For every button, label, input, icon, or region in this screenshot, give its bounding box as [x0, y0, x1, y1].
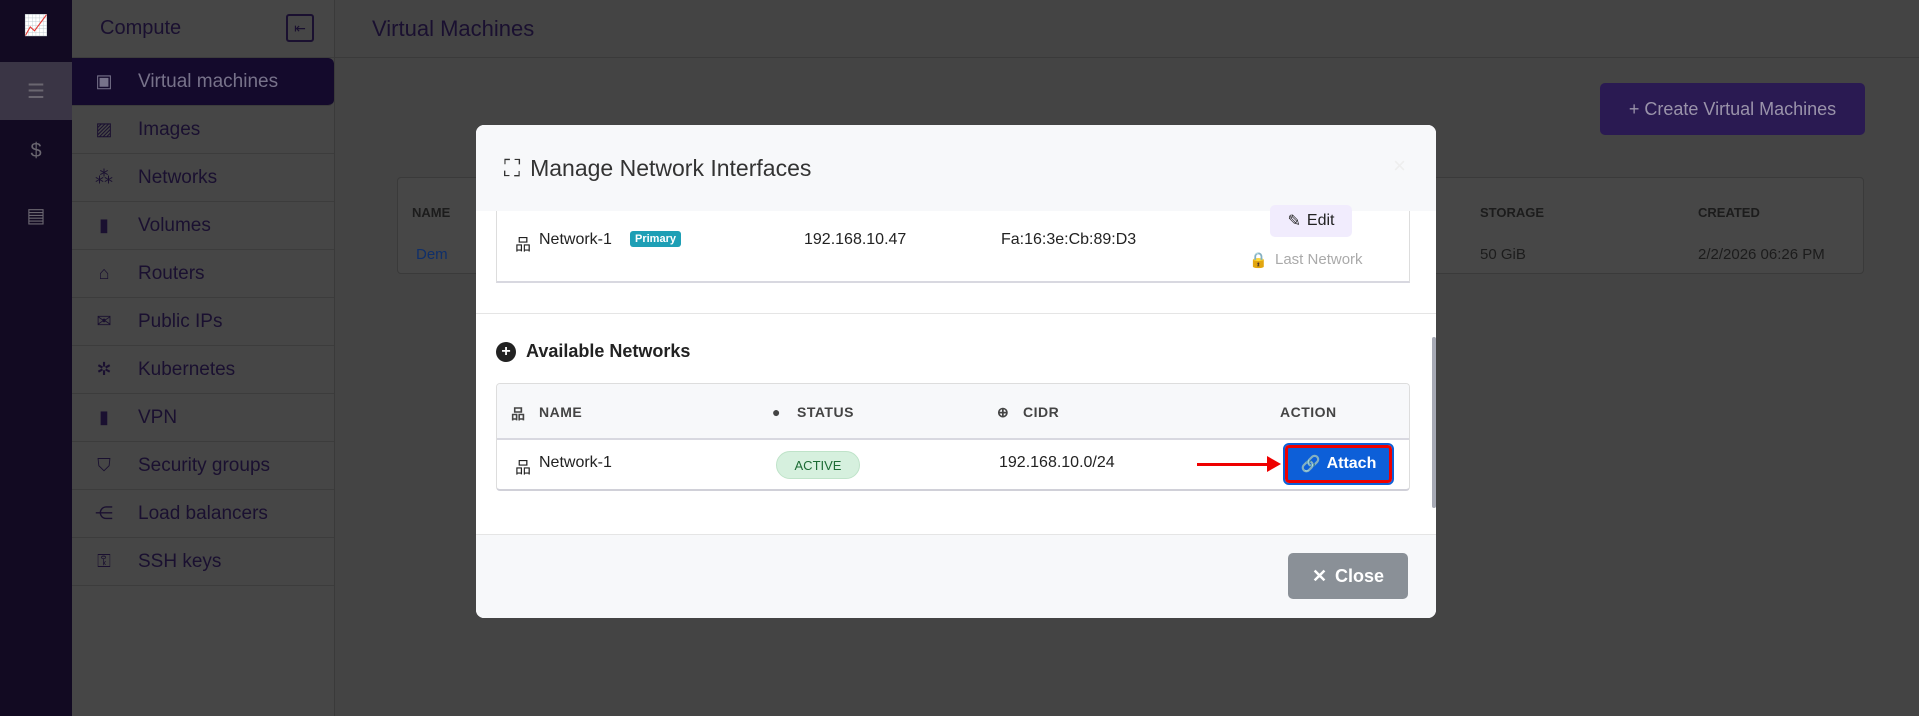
- sidebar-item-label: Routers: [138, 262, 205, 284]
- network-cidr: 192.168.10.0/24: [999, 454, 1115, 471]
- sidebar-item-images[interactable]: ▨ Images: [72, 106, 334, 154]
- invoice-icon[interactable]: $: [30, 139, 42, 162]
- sitemap-icon: ⛶: [504, 154, 521, 181]
- chart-line-icon[interactable]: 📈: [23, 14, 49, 37]
- available-networks-table: 品 NAME ● STATUS ⊕ CIDR ACTION 品 Network-…: [496, 383, 1410, 491]
- attached-network-card: 品 Network-1 Primary 192.168.10.47 Fa:16:…: [496, 205, 1410, 283]
- attached-ip: 192.168.10.47: [804, 231, 907, 248]
- col-created: CREATED: [1698, 205, 1760, 220]
- sidebar-item-label: Load balancers: [138, 502, 268, 524]
- annotation-arrow: [1197, 456, 1281, 472]
- pencil-icon: ✎: [1287, 213, 1301, 230]
- available-networks-title: Available Networks: [526, 341, 691, 361]
- nav-icon: ✲: [96, 359, 112, 379]
- col-status: STATUS: [797, 404, 854, 420]
- create-vm-button[interactable]: + Create Virtual Machines: [1600, 83, 1865, 135]
- plus-circle-icon: +: [496, 341, 516, 362]
- sidebar-item-security-groups[interactable]: ⛉ Security groups: [72, 442, 334, 490]
- sidebar: Compute ⇤ ▣ Virtual machines ▨ Images ⁂ Networ…: [72, 0, 335, 716]
- sidebar-item-routers[interactable]: ⌂ Routers: [72, 250, 334, 298]
- nav-icon: ✉: [96, 311, 112, 331]
- document-icon[interactable]: ▤: [26, 204, 46, 227]
- sidebar-item-ssh-keys[interactable]: ⚿ SSH keys: [72, 538, 334, 586]
- network-icon: 品: [515, 237, 532, 254]
- status-badge: ACTIVE: [776, 451, 860, 479]
- icon-rail: 📈 ☰ $ ▤: [0, 0, 72, 716]
- col-name: NAME: [412, 205, 451, 220]
- vm-created: 2/2/2026 06:26 PM: [1698, 246, 1825, 263]
- sidebar-item-load-balancers[interactable]: ⋲ Load balancers: [72, 490, 334, 538]
- close-x-icon: ✕: [1311, 565, 1328, 586]
- manage-network-interfaces-modal: ⛶ Manage Network Interfaces × 品 Network-1 …: [476, 125, 1436, 618]
- sidebar-item-label: VPN: [138, 406, 178, 428]
- server-icon[interactable]: ☰: [0, 62, 72, 120]
- nav-icon: ⋲: [95, 503, 113, 523]
- lock-icon: 🔒: [1249, 252, 1268, 269]
- sidebar-item-vpn[interactable]: ▮ VPN: [72, 394, 334, 442]
- network-icon: 品: [511, 406, 526, 422]
- network-icon: 品: [515, 460, 532, 477]
- sidebar-title: Compute: [100, 17, 182, 39]
- globe-icon: ⊕: [997, 404, 1010, 420]
- attach-label: Attach: [1326, 455, 1377, 472]
- nav-icon: ▨: [95, 119, 113, 139]
- link-icon: 🔗: [1300, 456, 1321, 473]
- sidebar-item-label: SSH keys: [138, 550, 222, 572]
- attached-mac: Fa:16:3e:Cb:89:D3: [1001, 231, 1137, 248]
- col-action: ACTION: [1280, 404, 1337, 420]
- nav-icon: ⌂: [98, 263, 110, 283]
- close-label: Close: [1335, 565, 1385, 586]
- nav-icon: ⚿: [97, 551, 111, 571]
- sidebar-item-label: Volumes: [138, 214, 211, 236]
- sidebar-item-label: Security groups: [138, 454, 271, 476]
- sidebar-item-label: Public IPs: [138, 310, 223, 332]
- attached-network-name: Network-1: [539, 231, 612, 248]
- nav-icon: ▣: [95, 71, 113, 91]
- sidebar-item-label: Images: [138, 118, 201, 140]
- close-button[interactable]: ✕ Close: [1288, 553, 1408, 599]
- sidebar-item-volumes[interactable]: ▮ Volumes: [72, 202, 334, 250]
- nav-icon: ⁂: [95, 167, 113, 187]
- network-name: Network-1: [539, 454, 612, 471]
- col-name: NAME: [539, 404, 583, 420]
- sidebar-item-label: Networks: [138, 166, 218, 188]
- attach-button[interactable]: 🔗 Attach: [1283, 443, 1394, 485]
- modal-scrollbar[interactable]: [1432, 337, 1436, 508]
- collapse-sidebar-icon[interactable]: ⇤: [286, 14, 314, 42]
- sidebar-item-virtual-machines[interactable]: ▣ Virtual machines: [72, 58, 334, 106]
- vm-name-link[interactable]: Dem: [416, 246, 448, 263]
- nav-icon: ▮: [99, 407, 109, 427]
- sidebar-item-label: Virtual machines: [138, 70, 279, 92]
- primary-badge: Primary: [630, 231, 681, 247]
- modal-title: Manage Network Interfaces: [530, 154, 812, 181]
- sidebar-item-kubernetes[interactable]: ✲ Kubernetes: [72, 346, 334, 394]
- edit-button[interactable]: ✎ Edit: [1270, 205, 1352, 237]
- nav-icon: ⛉: [97, 455, 111, 475]
- edit-label: Edit: [1306, 212, 1335, 229]
- sidebar-item-networks[interactable]: ⁂ Networks: [72, 154, 334, 202]
- col-storage: STORAGE: [1480, 205, 1545, 220]
- vm-storage: 50 GiB: [1480, 246, 1526, 263]
- sidebar-item-public-ips[interactable]: ✉ Public IPs: [72, 298, 334, 346]
- col-cidr: CIDR: [1023, 404, 1060, 420]
- nav-icon: ▮: [99, 215, 109, 235]
- table-row: 品 Network-1 ACTIVE 192.168.10.0/24 🔗 Atta…: [497, 440, 1409, 489]
- close-icon[interactable]: ×: [1393, 153, 1406, 178]
- sidebar-item-label: Kubernetes: [138, 358, 236, 380]
- last-network-label: Last Network: [1275, 251, 1363, 268]
- page-title: Virtual Machines: [335, 0, 1919, 58]
- status-dot-icon: ●: [772, 404, 781, 420]
